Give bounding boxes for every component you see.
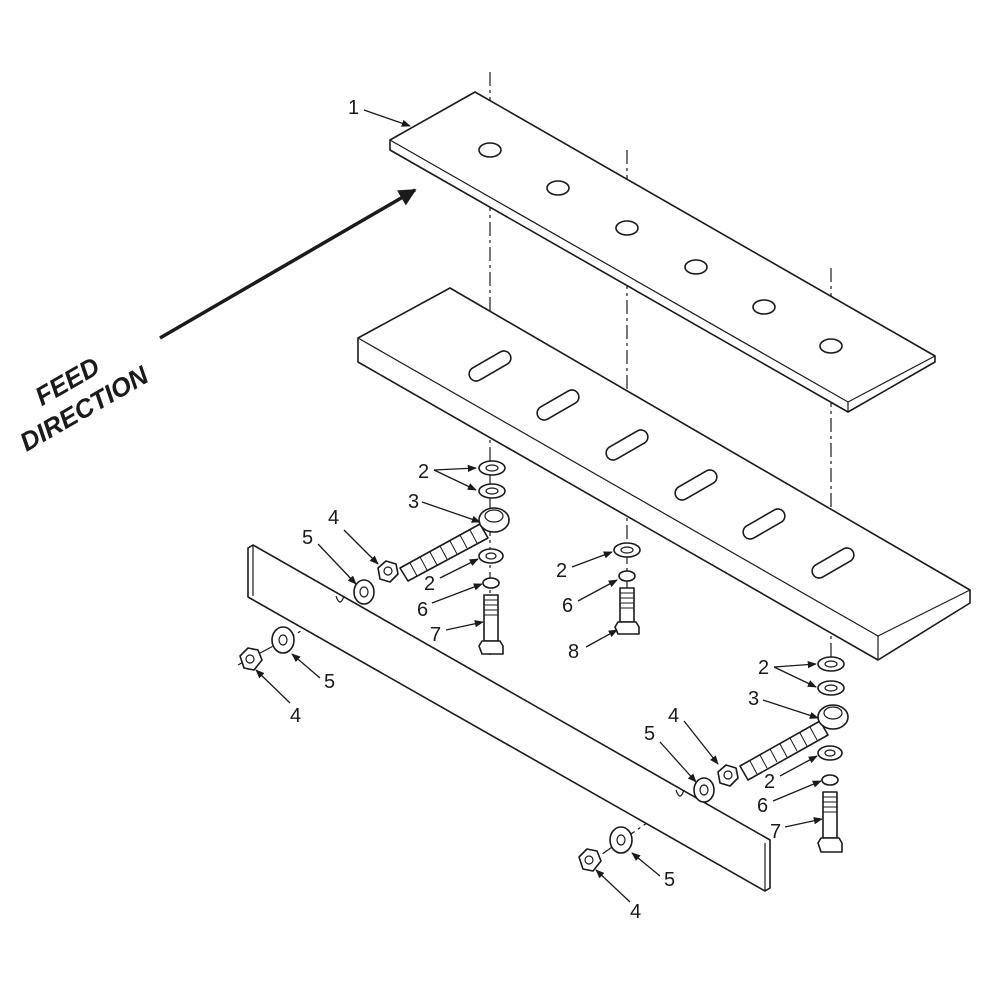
callout-5-right-bottom: 5 — [664, 869, 675, 891]
callout-4-right-top: 4 — [668, 705, 679, 727]
callout-8-center: 8 — [568, 641, 579, 663]
callout-5-left-bottom: 5 — [324, 671, 335, 693]
long-bar — [247, 544, 771, 892]
callout-2-left-bottom: 2 — [424, 573, 435, 595]
feed-direction-arrow — [159, 188, 417, 340]
callout-3-right: 3 — [748, 688, 759, 710]
slotted-block — [357, 287, 971, 661]
leader-lines — [255, 109, 823, 903]
right-eye-bolt-assembly — [578, 656, 849, 872]
callout-4-right-bottom: 4 — [630, 901, 641, 923]
left-eye-bolt-assembly — [239, 460, 510, 671]
callout-6-center: 6 — [562, 595, 573, 617]
callout-2-right-bottom: 2 — [764, 771, 775, 793]
callout-3-left: 3 — [408, 491, 419, 513]
callout-4-left-bottom: 4 — [290, 705, 301, 727]
plate-holes — [478, 142, 843, 354]
callout-2-left-top: 2 — [418, 461, 429, 483]
callout-labels: 1 2 3 4 5 2 6 7 5 4 2 6 8 2 3 4 5 2 6 7 … — [290, 97, 781, 923]
top-plate — [389, 91, 936, 413]
callout-7-left: 7 — [430, 624, 441, 646]
callout-7-right: 7 — [770, 821, 781, 843]
callout-6-left: 6 — [417, 599, 428, 621]
callout-4-left-top: 4 — [328, 507, 339, 529]
callout-6-right: 6 — [757, 795, 768, 817]
callout-1: 1 — [348, 97, 359, 119]
block-slots — [468, 350, 855, 579]
callout-5-right-top: 5 — [644, 723, 655, 745]
callout-5-left-top: 5 — [302, 527, 313, 549]
callout-2-center: 2 — [556, 560, 567, 582]
center-bolt-assembly — [613, 542, 641, 635]
callout-2-right-top: 2 — [758, 657, 769, 679]
